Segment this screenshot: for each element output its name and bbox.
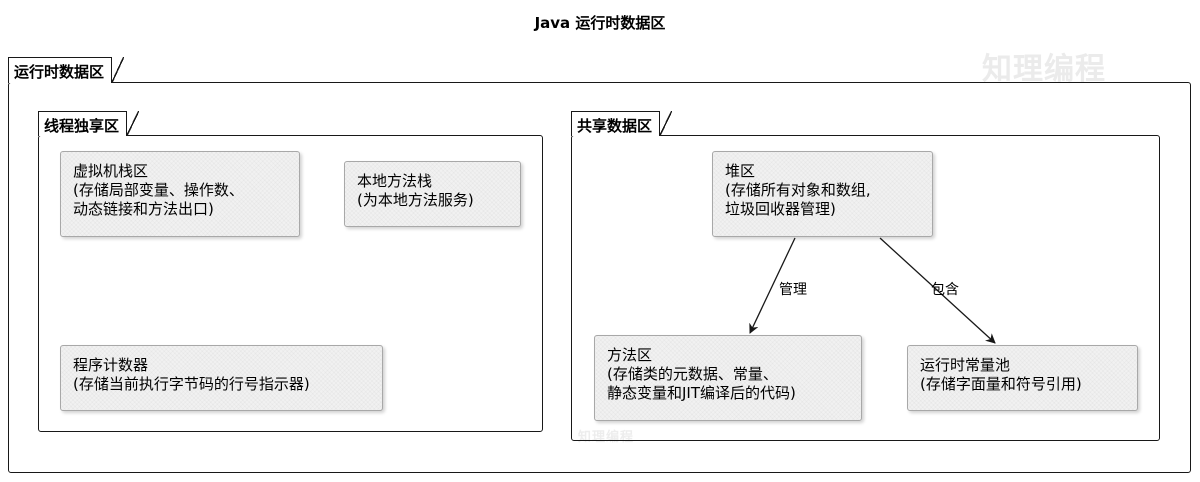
thread-private-frame — [38, 135, 543, 432]
node-text-line: 程序计数器 — [73, 356, 149, 374]
node-text-line: 堆区 — [725, 162, 756, 180]
node-text-line: (存储类的元数据、常量、 — [607, 365, 778, 383]
node-text-line: 方法区 — [607, 346, 653, 364]
runtime-frame — [8, 82, 1191, 473]
edge-heap-to-method-area — [749, 237, 796, 334]
node-text-line: 虚拟机栈区 — [73, 162, 149, 180]
node-text-line: (为本地方法服务) — [357, 191, 474, 209]
node-text-line: (存储局部变量、操作数、 — [73, 181, 244, 199]
node-text-line: 动态链接和方法出口) — [73, 200, 214, 218]
watermark-bottom: 知理编程 — [578, 430, 635, 445]
node-text-line: 本地方法栈 — [357, 172, 433, 190]
thread-private-frame-tab: 线程独享区 — [38, 110, 140, 136]
edge-label-manage: 管理 — [779, 282, 807, 298]
native-method-stack-node: 本地方法栈(为本地方法服务) — [344, 161, 521, 227]
edge-label-contain: 包含 — [931, 282, 959, 298]
node-text-line: (存储所有对象和数组, — [725, 181, 871, 199]
shared-frame — [571, 135, 1160, 441]
method-area-node: 方法区(存储类的元数据、常量、静态变量和JIT编译后的代码) — [594, 335, 862, 421]
shared-frame-tab: 共享数据区 — [571, 110, 673, 136]
edge-heap-to-constant-pool — [879, 237, 996, 344]
node-text-line: (存储字面量和符号引用) — [920, 375, 1082, 393]
heap-node: 堆区(存储所有对象和数组,垃圾回收器管理) — [712, 151, 933, 237]
runtime-frame-tab: 运行时数据区 — [8, 56, 125, 83]
runtime-constant-pool-node: 运行时常量池(存储字面量和符号引用) — [907, 345, 1138, 411]
node-text-line: 静态变量和JIT编译后的代码) — [607, 384, 796, 402]
diagram-title: Java 运行时数据区 — [534, 14, 666, 32]
node-text-line: 运行时常量池 — [920, 356, 1011, 374]
watermark-top: 知理编程 — [982, 52, 1106, 87]
node-text-line: (存储当前执行字节码的行号指示器) — [73, 375, 310, 393]
node-text-line: 垃圾回收器管理) — [725, 200, 836, 218]
program-counter-node: 程序计数器(存储当前执行字节码的行号指示器) — [60, 345, 383, 411]
vm-stack-node: 虚拟机栈区(存储局部变量、操作数、动态链接和方法出口) — [60, 151, 300, 237]
